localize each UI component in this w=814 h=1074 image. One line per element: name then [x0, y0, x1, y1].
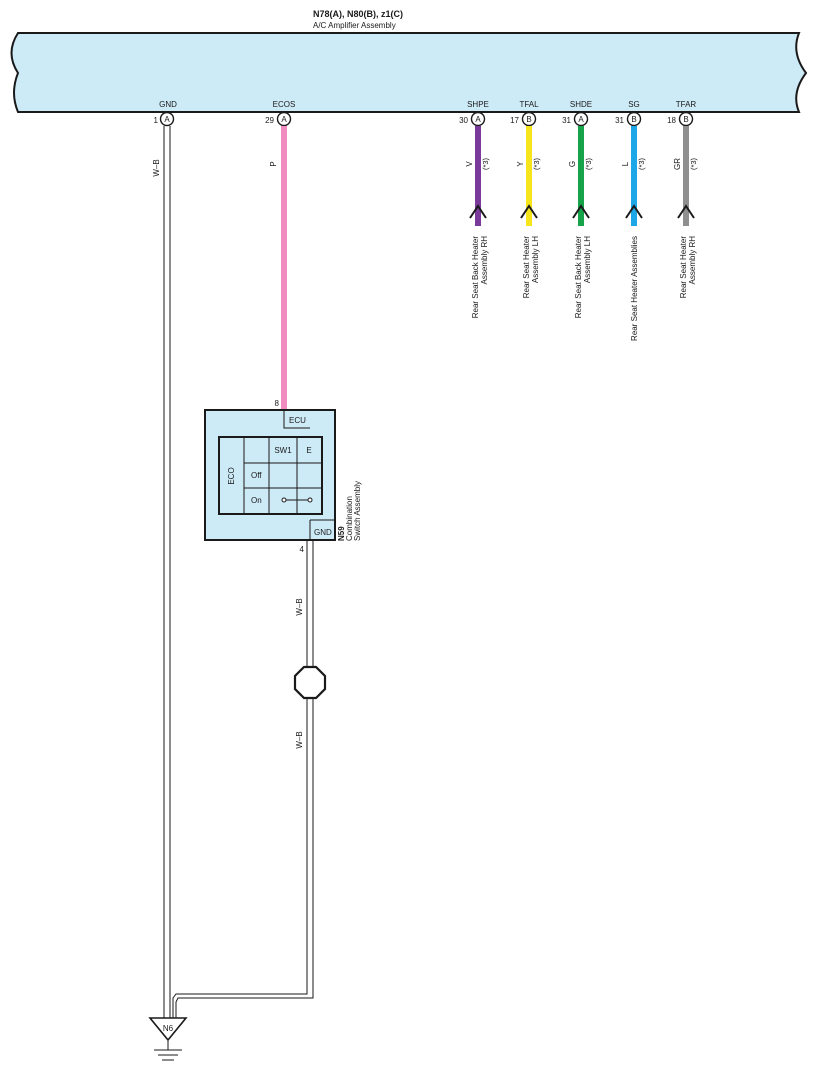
wire-color-sg: L — [621, 161, 630, 166]
pin-number-tfal: 17 — [510, 116, 519, 125]
wire-ecos — [281, 126, 287, 410]
wire-color-tfal: Y — [516, 161, 525, 167]
switch-gnd-pin-number: 4 — [300, 545, 305, 554]
ground-symbol — [154, 1040, 182, 1061]
switch-contact-e — [307, 497, 313, 503]
switch-ecu-pin-number: 8 — [275, 399, 280, 408]
destination-sg-line1: Rear Seat Heater Assemblies — [630, 236, 639, 341]
terminal-label-sg: SG — [628, 100, 640, 109]
connector-arrow-tfal — [520, 204, 538, 219]
wire-sg — [631, 126, 637, 226]
pin-number-gnd: 1 — [154, 116, 159, 125]
ground-wire-amplifier — [163, 126, 171, 1018]
wire-shpe — [475, 126, 481, 226]
connector-letter-gnd: A — [164, 115, 170, 124]
switch-table-col-e: E — [306, 446, 311, 455]
connector-letter-shpe: A — [475, 115, 481, 124]
destination-shde-line1: Rear Seat Back Heater — [574, 236, 583, 319]
splice-point — [293, 665, 327, 700]
connector-circle-shpe — [470, 111, 486, 127]
connector-letter-tfal: B — [526, 115, 531, 124]
ground-point-label: N6 — [163, 1024, 174, 1033]
connector-letter-shde: A — [578, 115, 584, 124]
wire-note-shde: (*3) — [584, 157, 593, 170]
wire-color-gnd: W–B — [152, 159, 161, 176]
connector-circle-sg — [626, 111, 642, 127]
wire-color-shde: G — [568, 161, 577, 167]
switch-id: N59 — [337, 526, 346, 541]
switch-gnd-label: GND — [314, 528, 332, 537]
destination-tfar-line1: Rear Seat Heater — [679, 236, 688, 299]
connector-circle-shde — [573, 111, 589, 127]
wire-color-switch-lower: W–B — [295, 731, 304, 748]
ground-triangle — [148, 1017, 188, 1042]
amplifier-pins: GND 1 A ECOS 29 A SHPE 30 A TFAL 17 B SH… — [154, 100, 697, 127]
switch-table-row-on: On — [251, 496, 262, 505]
heater-wires: V (*3) Y (*3) G (*3) L (*3) GR (*3) — [465, 126, 698, 226]
switch-position-table: ECO SW1 E Off On — [218, 436, 323, 515]
destination-shpe-line2: Assembly RH — [480, 236, 489, 285]
terminal-label-shde: SHDE — [570, 100, 592, 109]
destination-tfal-line1: Rear Seat Heater — [522, 236, 531, 299]
wire-note-tfar: (*3) — [689, 157, 698, 170]
pin-number-ecos: 29 — [265, 116, 274, 125]
destination-tfar-line2: Assembly RH — [688, 236, 697, 285]
wire-color-switch-upper: W–B — [295, 598, 304, 615]
wire-color-tfar: GR — [673, 158, 682, 170]
connector-circle-tfal — [521, 111, 537, 127]
connector-circle-tfar — [678, 111, 694, 127]
amplifier-connector-ids: N78(A), N80(B), z1(C) — [313, 9, 403, 19]
ground-point: N6 — [148, 1017, 188, 1061]
switch-box — [204, 409, 336, 541]
switch-table-row-label: ECO — [227, 467, 236, 484]
pin-number-sg: 31 — [615, 116, 624, 125]
connector-circle-gnd — [159, 111, 175, 127]
switch-contact-sw1 — [281, 497, 287, 503]
connector-arrow-sg — [625, 204, 643, 219]
terminal-label-shpe: SHPE — [467, 100, 489, 109]
destination-labels: Rear Seat Back Heater Assembly RH Rear S… — [471, 236, 697, 341]
pin-number-shpe: 30 — [459, 116, 468, 125]
wire-color-shpe: V — [465, 161, 474, 167]
combination-switch: 8 ECU ECO SW1 E Off On GND 4 N59 Combina… — [204, 399, 362, 554]
wire-color-ecos: P — [269, 161, 278, 166]
destination-shde-line2: Assembly LH — [583, 236, 592, 283]
terminal-label-tfar: TFAR — [676, 100, 697, 109]
connector-arrow-tfar — [677, 204, 695, 219]
terminal-label-tfal: TFAL — [519, 100, 539, 109]
pin-number-tfar: 18 — [667, 116, 676, 125]
connector-arrow-shde — [572, 204, 590, 219]
wire-tfar — [683, 126, 689, 226]
wire-tfal — [526, 126, 532, 226]
switch-name-line2: Switch Assembly — [353, 481, 362, 541]
wire-shde — [578, 126, 584, 226]
terminal-label-ecos: ECOS — [273, 100, 296, 109]
ground-wire-switch — [172, 540, 314, 1018]
connector-circle-ecos — [276, 111, 292, 127]
amplifier-box — [10, 32, 808, 113]
wire-note-tfal: (*3) — [532, 157, 541, 170]
switch-table-col-sw1: SW1 — [274, 446, 292, 455]
switch-ecu-label: ECU — [289, 416, 306, 425]
pin-number-shde: 31 — [562, 116, 571, 125]
wire-note-sg: (*3) — [637, 157, 646, 170]
destination-shpe-line1: Rear Seat Back Heater — [471, 236, 480, 319]
connector-letter-ecos: A — [281, 115, 287, 124]
connector-letter-sg: B — [631, 115, 636, 124]
connector-letter-tfar: B — [683, 115, 688, 124]
switch-name-line1: Combination — [345, 496, 354, 541]
terminal-label-gnd: GND — [159, 100, 177, 109]
connector-arrow-shpe — [469, 204, 487, 219]
wire-note-shpe: (*3) — [481, 157, 490, 170]
switch-table-row-off: Off — [251, 471, 262, 480]
destination-tfal-line2: Assembly LH — [531, 236, 540, 283]
amplifier-name: A/C Amplifier Assembly — [313, 21, 396, 30]
